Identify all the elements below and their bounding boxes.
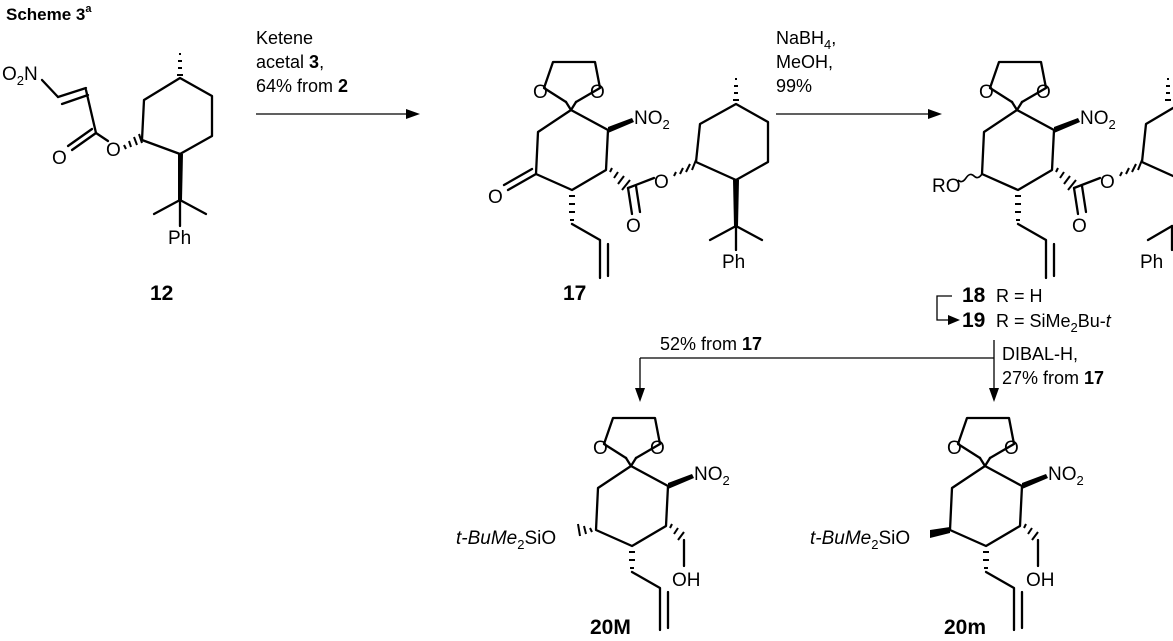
carbonyl-oxygen-label: O [52,148,67,169]
nitro-label: NO2 [694,464,730,488]
compound-18-label: 18 [962,284,986,307]
step1-conditions: Ketene acetal 3, 64% from 2 [256,28,348,96]
svg-text:Ketene: Ketene [256,28,313,48]
compound-20M-label: 20M [590,616,631,639]
dioxolane-oxygen-label: O [593,438,608,459]
ester-oxygen-label: O [654,172,669,193]
dioxolane-oxygen-label: O [1036,82,1051,103]
hashed-bond [609,167,631,191]
compound-18-r-def: R = H [996,286,1043,306]
nitro-label: NO2 [1080,108,1116,132]
compound-20m-label: 20m [944,616,986,639]
svg-text:DIBAL-H,: DIBAL-H, [1002,344,1078,364]
svg-text:99%: 99% [776,76,812,96]
compound-17-structure: O O O NO2 O O [488,60,770,280]
phenyl-label: Ph [168,228,191,249]
step3-conditions: DIBAL-H, 27% from 17 [1002,344,1104,388]
hashed-bond [577,523,593,537]
hashed-allyl [1015,195,1021,221]
tbs-ether-label: t-BuMe2SiO [456,528,556,552]
hashed-bond [1023,523,1039,541]
svg-text:acetal 3,: acetal 3, [256,52,324,72]
hashed-bond [1119,159,1143,177]
dioxolane-oxygen-label: O [979,82,994,103]
compound-19-r-def: R = SiMe2Bu-t [996,311,1112,335]
tbs-ether-label: t-BuMe2SiO [810,528,910,552]
nitro-group-label: O2N [2,64,38,88]
compound-18-19-structure: O O RO NO2 O O [932,60,1173,280]
reaction-arrow-1 [256,109,420,119]
carbonyl-oxygen-label: O [1072,216,1087,237]
compound-20m-structure: O O NO2 t-BuMe2SiO OH [810,416,1084,632]
reaction-arrow-split [635,340,999,402]
hashed-allyl [569,195,575,221]
hydroxyl-label: OH [672,570,701,591]
phenyl-label: Ph [1140,252,1163,273]
step4-conditions: 52% from 17 [660,334,762,354]
hashed-methyl [177,53,183,76]
hashed-bond [1055,167,1077,191]
dioxolane-oxygen-label: O [590,82,605,103]
hashed-methyl [1165,78,1171,101]
hashed-allyl [629,551,635,569]
dioxolane-oxygen-label: O [533,82,548,103]
compound-12-label: 12 [150,282,173,305]
carbonyl-oxygen-label: O [626,216,641,237]
step2-conditions: NaBH4, MeOH, 99% [776,28,836,96]
dioxolane-oxygen-label: O [947,438,962,459]
svg-text:MeOH,: MeOH, [776,52,833,72]
ester-oxygen-label: O [106,140,121,161]
hydroxyl-label: OH [1026,570,1055,591]
phenyl-label: Ph [722,252,745,273]
compound-20M-structure: O O NO2 t-BuMe2SiO OH [456,416,730,632]
compound-12-structure: O2N O O Ph [2,53,214,249]
hashed-bond [123,133,143,150]
reaction-arrow-2 [776,109,942,119]
ester-oxygen-label: O [1100,172,1115,193]
compound-17-label: 17 [563,282,586,305]
hashed-bond [673,159,697,177]
svg-text:64% from 2: 64% from 2 [256,76,348,96]
dioxolane-oxygen-label: O [650,438,665,459]
hashed-allyl [983,551,989,569]
scheme-title: Scheme 3a [6,3,92,24]
hashed-bond [669,523,685,541]
svg-text:52% from 17: 52% from 17 [660,334,762,354]
ketone-oxygen-label: O [488,187,503,208]
dioxolane-oxygen-label: O [1004,438,1019,459]
svg-text:27% from 17: 27% from 17 [1002,368,1104,388]
hashed-methyl [733,78,739,101]
svg-text:NaBH4,: NaBH4, [776,28,836,52]
compound-19-label: 19 [962,309,985,332]
r-group-legend: 18 R = H 19 R = SiMe2Bu-t [936,284,1112,335]
nitro-label: NO2 [1048,464,1084,488]
nitro-label: NO2 [634,108,670,132]
ro-label: RO [932,176,961,197]
